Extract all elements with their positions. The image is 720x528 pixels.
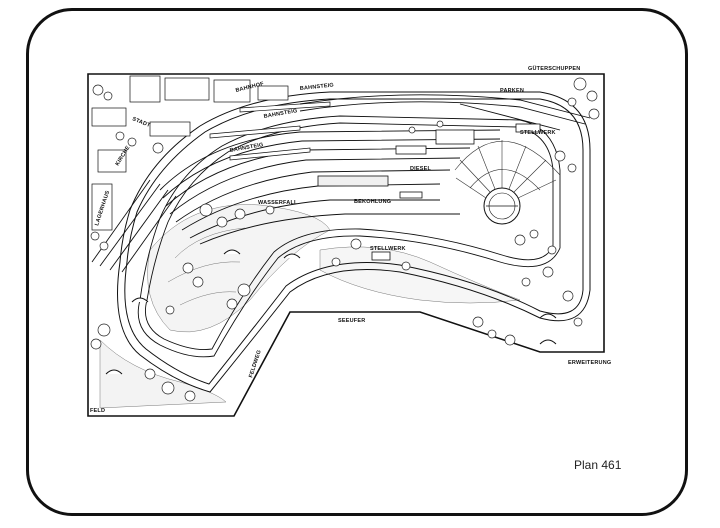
tunnel-portals (105, 249, 557, 375)
label-wasserfall: WASSERFALL (258, 200, 298, 206)
platforms (209, 101, 331, 161)
label-bahnsteig-mid: BAHNSTEIG (263, 108, 298, 120)
roundhouse-stalls (454, 140, 561, 199)
label-diesel: DIESEL (410, 166, 432, 172)
outer-mainline-loop (117, 91, 591, 393)
plan-caption: Plan 461 (574, 458, 622, 472)
label-parken: PARKEN (500, 88, 524, 94)
goods-shed-tracks (299, 94, 591, 131)
turntable (483, 187, 521, 225)
depot-buildings (317, 123, 541, 261)
label-erweiterung: ERWEITERUNG (568, 360, 611, 366)
left-sidings (91, 179, 177, 273)
trees (90, 77, 600, 402)
label-feld: FELD (90, 408, 105, 414)
label-bekohlung: BEKOHLUNG (354, 199, 391, 205)
label-bahnsteig-top: BAHNSTEIG (300, 82, 335, 92)
label-stellwerk-top: STELLWERK (520, 130, 556, 136)
label-stellwerk-mid: STELLWERK (370, 246, 406, 252)
inner-loop (137, 115, 561, 358)
label-gueterschuppen: GÜTERSCHUPPEN (528, 65, 580, 72)
town-buildings (91, 75, 289, 231)
label-seeufer: SEEUFER (338, 318, 365, 324)
label-bahnsteig-low: BAHNSTEIG (229, 142, 264, 154)
